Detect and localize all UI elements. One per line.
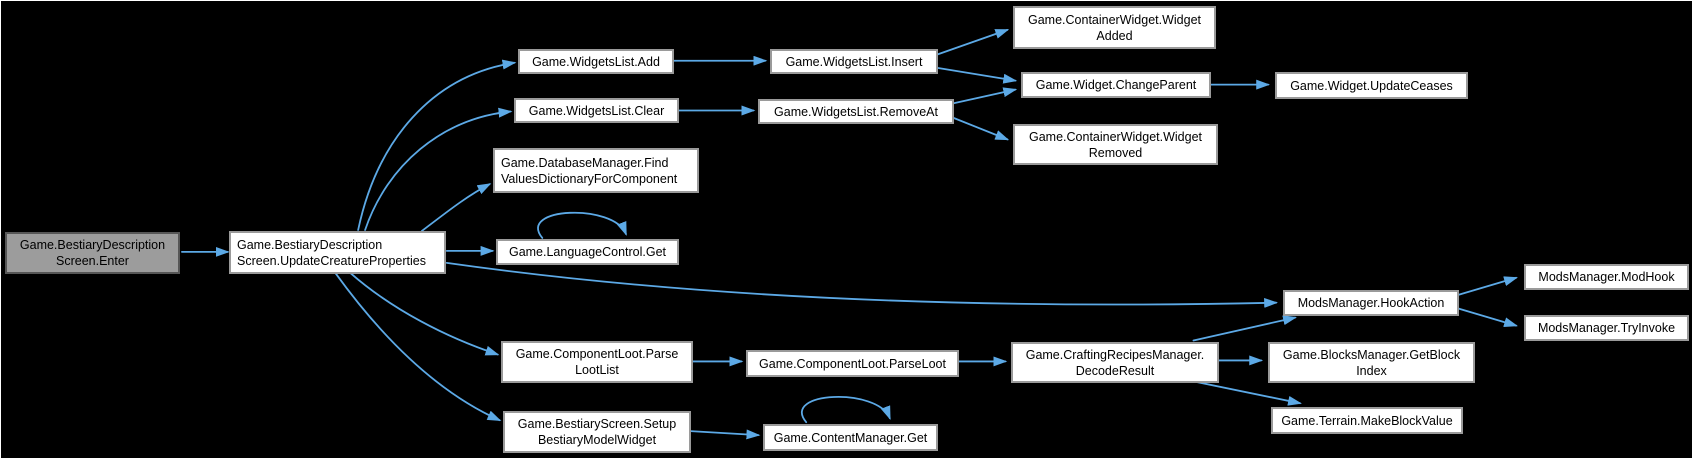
node-label: Game.ContentManager.Get [773,430,928,445]
node-label: Game.CraftingRecipesManager. DecodeResul… [1025,347,1205,378]
node-label: Game.BlocksManager.GetBlock Index [1282,347,1461,378]
node-tryinvoke[interactable]: ModsManager.TryInvoke [1524,315,1689,341]
node-label: Game.WidgetsList.RemoveAt [774,104,938,119]
node-label: Game.BestiaryScreen.Setup BestiaryModelW… [517,417,677,447]
edge-setupmodel-to-contentget [689,429,761,440]
node-label: Game.Widget.ChangeParent [1035,78,1197,92]
edge-hookaction-to-modhook [1454,276,1518,297]
node-insert[interactable]: Game.WidgetsList.Insert [770,49,938,74]
node-updateceases[interactable]: Game.Widget.UpdateCeases [1275,72,1468,99]
node-enter[interactable]: Game.BestiaryDescription Screen.Enter [5,232,180,274]
edge-decoderesult-to-makeblockvalue [1192,380,1302,406]
node-widgetremoved[interactable]: Game.ContainerWidget.Widget Removed [1013,124,1218,165]
edge-decoderesult-to-hookaction [1192,315,1297,342]
node-label: Game.ComponentLoot.Parse LootList [515,347,679,377]
node-clear[interactable]: Game.WidgetsList.Clear [514,98,679,123]
node-label: Game.WidgetsList.Insert [785,54,923,69]
edge-insert-to-changeparent [935,66,1018,84]
edge-selfloop-langget [537,211,627,239]
edge-removeat-to-widgetremoved [951,116,1010,141]
node-add[interactable]: Game.WidgetsList.Add [518,49,674,74]
node-widgetadded[interactable]: Game.ContainerWidget.Widget Added [1013,6,1216,49]
node-getblockindex[interactable]: Game.BlocksManager.GetBlock Index [1268,342,1475,383]
node-changeparent[interactable]: Game.Widget.ChangeParent [1021,72,1211,98]
node-label: Game.Terrain.MakeBlockValue [1281,413,1453,428]
node-label: Game.BestiaryDescription Screen.UpdateCr… [237,237,426,268]
node-update[interactable]: Game.BestiaryDescription Screen.UpdateCr… [229,231,446,274]
node-dbfind[interactable]: Game.DatabaseManager.Find ValuesDictiona… [493,148,699,193]
node-label: Game.ContainerWidget.Widget Added [1028,12,1201,43]
node-label: Game.ComponentLoot.ParseLoot [759,356,946,371]
edge-update-to-parselootlist [349,271,500,356]
node-label: Game.DatabaseManager.Find ValuesDictiona… [501,155,678,186]
edge-insert-to-widgetadded [935,28,1010,56]
node-parselootlist[interactable]: Game.ComponentLoot.Parse LootList [501,341,693,383]
node-removeat[interactable]: Game.WidgetsList.RemoveAt [758,99,954,124]
node-label: ModsManager.TryInvoke [1537,321,1676,335]
node-label: ModsManager.HookAction [1297,296,1445,310]
node-makeblockvalue[interactable]: Game.Terrain.MakeBlockValue [1271,407,1463,434]
node-decoderesult[interactable]: Game.CraftingRecipesManager. DecodeResul… [1011,342,1219,383]
edge-update-to-add [357,59,517,231]
node-label: Game.BestiaryDescription Screen.Enter [19,238,166,268]
node-langget[interactable]: Game.LanguageControl.Get [496,239,679,265]
edge-selfloop-contentget [801,396,891,424]
node-label: Game.Widget.UpdateCeases [1290,78,1453,93]
node-parseloot[interactable]: Game.ComponentLoot.ParseLoot [746,350,959,377]
edge-removeat-to-changeparent [951,87,1018,105]
node-label: Game.WidgetsList.Add [532,54,660,69]
node-contentget[interactable]: Game.ContentManager.Get [763,424,938,451]
node-label: Game.ContainerWidget.Widget Removed [1029,129,1202,160]
node-label: Game.LanguageControl.Get [508,245,667,259]
node-label: Game.WidgetsList.Clear [528,103,665,118]
node-hookaction[interactable]: ModsManager.HookAction [1283,290,1459,316]
edge-update-to-setupmodel [334,271,502,422]
edge-hookaction-to-tryinvoke [1454,306,1518,327]
edge-update-to-dbfind [420,183,492,232]
edge-update-to-hookaction [445,261,1279,308]
node-modhook[interactable]: ModsManager.ModHook [1524,264,1689,290]
edge-update-to-clear [364,107,513,231]
node-label: ModsManager.ModHook [1538,270,1675,284]
node-setupmodel[interactable]: Game.BestiaryScreen.Setup BestiaryModelW… [503,411,691,453]
